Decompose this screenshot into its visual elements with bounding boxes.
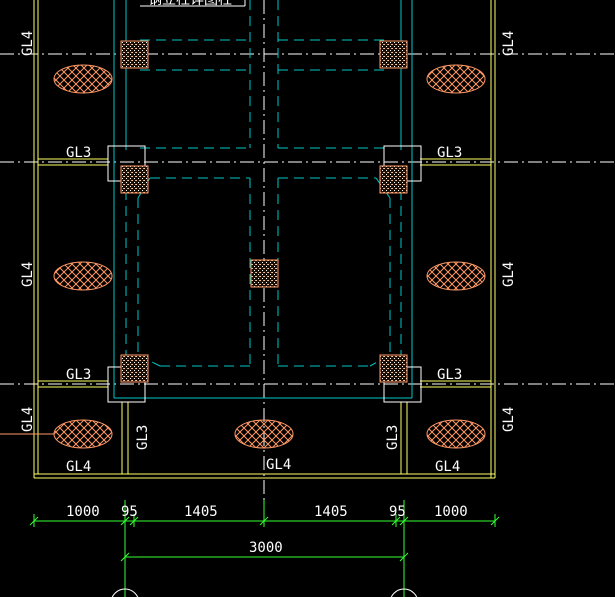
top-label-box: 钢立柱详图柱 xyxy=(140,0,246,8)
grid-lines xyxy=(0,0,615,500)
label-gl3-right-top: GL3 xyxy=(437,145,462,161)
label-gl3-right-bot: GL3 xyxy=(437,367,462,383)
label-gl4-bottom-left: GL4 xyxy=(66,459,91,475)
label-gl4-left-top: GL4 xyxy=(20,31,36,56)
column-mr xyxy=(379,165,408,194)
column-tl xyxy=(120,40,149,69)
label-gl3-vert-right: GL3 xyxy=(385,425,401,450)
column-tr xyxy=(379,40,408,69)
dim-1405-right: 1405 xyxy=(314,504,348,520)
axis-bubble-left xyxy=(111,588,139,597)
column-ml xyxy=(120,165,149,194)
yellow-walls xyxy=(33,0,496,479)
label-gl4-bottom-right: GL4 xyxy=(435,459,460,475)
label-gl4-left-low: GL4 xyxy=(20,407,36,432)
dim-95-left: 95 xyxy=(121,504,138,520)
label-gl4-bottom-mid: GL4 xyxy=(266,457,291,473)
label-gl3-left-bot: GL3 xyxy=(66,367,91,383)
column-center xyxy=(250,259,279,288)
columns xyxy=(120,40,408,383)
beam-labels: GL4 GL4 GL3 GL3 GL4 GL4 GL3 GL3 GL4 GL4 … xyxy=(20,31,517,475)
axis-bubble-right xyxy=(390,588,418,597)
label-gl4-right-top: GL4 xyxy=(501,31,517,56)
dim-1000-right: 1000 xyxy=(434,504,468,520)
dimension-labels: 1000 95 1405 1405 95 1000 3000 xyxy=(66,504,468,556)
dim-3000-total: 3000 xyxy=(249,540,283,556)
cyan-frame xyxy=(113,0,413,399)
label-gl4-right-low: GL4 xyxy=(501,407,517,432)
label-gl3-vert-left: GL3 xyxy=(135,425,151,450)
dim-1000-left: 1000 xyxy=(66,504,100,520)
label-gl4-left-mid: GL4 xyxy=(20,262,36,287)
dimension-lines xyxy=(29,500,500,597)
column-bl xyxy=(120,354,149,383)
axis-bubbles xyxy=(111,588,418,597)
top-label: 钢立柱详图柱 xyxy=(148,0,232,8)
dim-1405-left: 1405 xyxy=(184,504,218,520)
label-gl3-left-top: GL3 xyxy=(66,145,91,161)
column-br xyxy=(379,354,408,383)
dim-95-right: 95 xyxy=(389,504,406,520)
ellipses xyxy=(53,64,486,449)
label-gl4-right-mid: GL4 xyxy=(501,262,517,287)
cyan-dashed xyxy=(125,0,402,380)
